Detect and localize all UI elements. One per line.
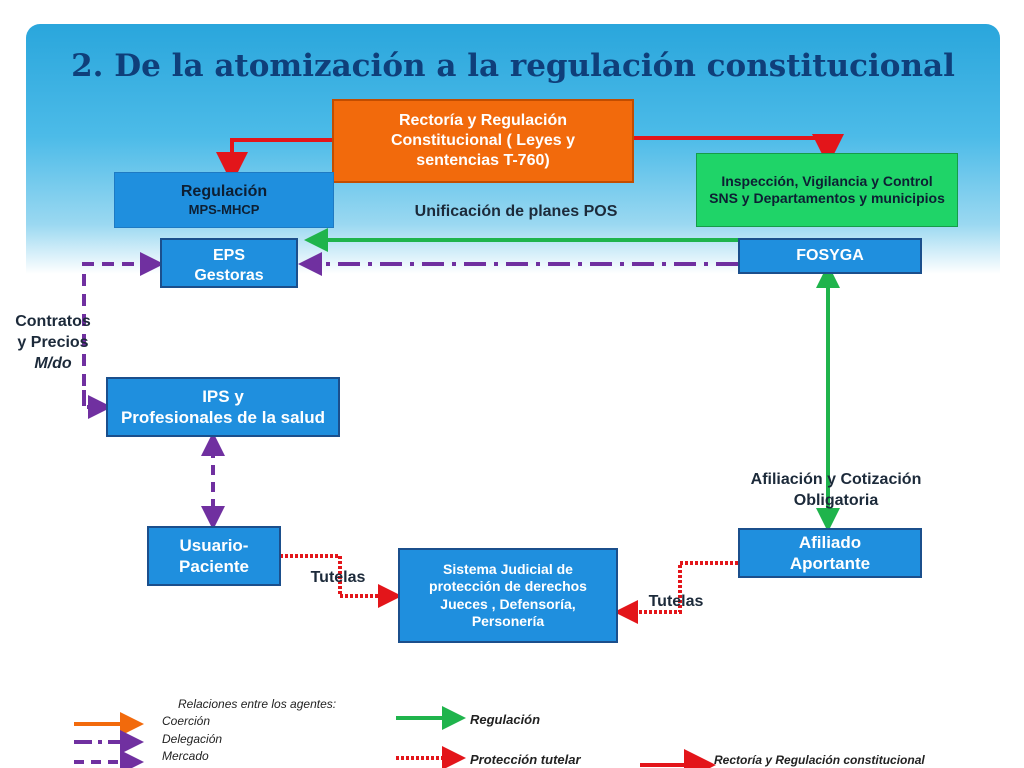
rectoria-box: Rectoría y Regulación Constitucional ( L… (332, 99, 634, 183)
legend-mercado: Mercado (162, 749, 209, 763)
tutelas-right-label: Tutelas (648, 593, 704, 610)
contratos-line2: y Precios (17, 333, 89, 351)
usuario-to-judicial-tutela-arrow (280, 554, 402, 608)
contratos-line1: Contratos (15, 313, 91, 330)
legend-regulacion: Regulación (470, 712, 541, 727)
regulacion-sub: MPS-MHCP (188, 201, 260, 217)
sistema-judicial-text: Sistema Judicial de protección de derech… (429, 560, 587, 630)
eps-box: EPS Gestoras (160, 238, 298, 288)
regulacion-box: Regulación MPS-MHCP (114, 172, 334, 228)
afiliacion-label: Afiliación y Cotización Obligatoria (730, 470, 942, 512)
fosyga-box: FOSYGA (738, 238, 922, 274)
fosyga-text: FOSYGA (796, 247, 864, 264)
afiliacion-line2: Obligatoria (793, 491, 879, 509)
contratos-label: Contratos y Precios M/do (4, 312, 102, 374)
tutelas-left-label: Tutelas (310, 569, 366, 586)
mercado-to-ips-arrow (82, 390, 112, 419)
rectoria-to-regulacion-arrow (216, 138, 332, 184)
afiliado-line2: Aportante (789, 554, 871, 573)
ips-line1: IPS y (202, 386, 244, 406)
legend-rectoria: Rectoría y Regulación constitucional (714, 753, 925, 767)
afiliado-line1: Afiliado (798, 532, 862, 552)
rectoria-to-inspeccion-arrow (633, 134, 844, 166)
sistema-judicial-box: Sistema Judicial de protección de derech… (398, 548, 618, 643)
usuario-box: Usuario- Paciente (147, 526, 281, 586)
afiliado-to-judicial-tutela-arrow (614, 561, 738, 624)
ips-line2: Profesionales de la salud (120, 408, 326, 427)
unificacion-label: Unificación de planes POS (414, 203, 618, 220)
legend-header: Relaciones entre los agentes: (178, 697, 337, 711)
legend-coercion: Coerción (162, 714, 211, 728)
rectoria-text: Rectoría y Regulación Constitucional ( L… (390, 112, 576, 169)
usuario-line1: Usuario- (179, 535, 249, 555)
legend-proteccion: Protección tutelar (470, 752, 581, 767)
legend-delegacion: Delegación (162, 732, 223, 746)
eps-line1: EPS (212, 247, 245, 264)
afiliado-box: Afiliado Aportante (738, 528, 922, 578)
regulacion-title: Regulación (180, 182, 268, 200)
mercado-eps-ips-bracket (82, 252, 164, 406)
inspeccion-box: Inspección, Vigilancia y Control SNS y D… (696, 153, 958, 227)
eps-line2: Gestoras (194, 267, 264, 284)
usuario-line2: Paciente (179, 557, 249, 576)
inspeccion-text: Inspección, Vigilancia y Control SNS y D… (709, 172, 945, 207)
afiliacion-line1: Afiliación y Cotización (750, 471, 922, 488)
page-title: 2. De la atomización a la regulación con… (71, 48, 955, 84)
contratos-line3: M/do (34, 354, 72, 372)
ips-box: IPS y Profesionales de la salud (106, 377, 340, 437)
